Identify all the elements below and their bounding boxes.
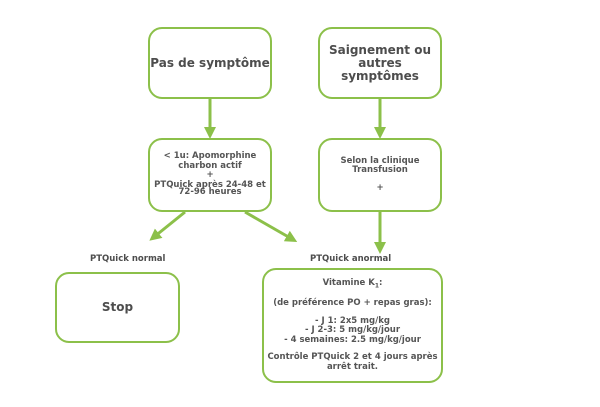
node-stop-text: Stop bbox=[101, 300, 134, 314]
node-stop: Stop bbox=[55, 272, 180, 343]
node-clinical: Selon la clinique Transfusion + bbox=[318, 138, 442, 212]
treatment-line3: PTQuick après 24-48 et bbox=[154, 179, 266, 190]
node-no-symptom: Pas de symptôme bbox=[148, 27, 272, 99]
node-bleeding-line2: autres symptômes bbox=[341, 55, 419, 83]
node-bleeding: Saignement ou autres symptômes bbox=[318, 27, 442, 99]
clinical-line1: Selon la clinique bbox=[340, 155, 420, 166]
treatment-line1: < 1u: Apomorphine bbox=[163, 151, 257, 162]
vitamin-k-control-2: arrêt trait. bbox=[326, 361, 379, 372]
node-bleeding-line1: Saignement ou bbox=[328, 42, 431, 57]
vitamin-k-title-suffix: : bbox=[379, 277, 383, 288]
arrow-treatment-to-normal bbox=[149, 210, 186, 241]
vitamin-k-title-sub: 1 bbox=[374, 282, 380, 290]
clinical-line2: Transfusion bbox=[352, 165, 408, 176]
vitamin-k-dose-1: - J 1: 2x5 mg/kg bbox=[315, 315, 390, 326]
node-no-symptom-text: Pas de symptôme bbox=[150, 55, 270, 70]
node-vitamin-k: Vitamine K1: (de préférence PO + repas g… bbox=[262, 268, 443, 383]
vitamin-k-title: Vitamine K1: bbox=[322, 277, 383, 291]
vitamin-k-preference: (de préférence PO + repas gras): bbox=[273, 298, 432, 309]
vitamin-k-title-main: Vitamine K bbox=[322, 277, 375, 288]
vitamin-k-dose-3: - 4 semaines: 2.5 mg/kg/jour bbox=[284, 334, 421, 345]
treatment-plus: + bbox=[206, 170, 214, 181]
node-early-treatment: < 1u: Apomorphine charbon actif + PTQuic… bbox=[148, 138, 272, 212]
treatment-line4: 72-96 heures bbox=[178, 187, 242, 198]
label-pt-normal: PTQuick normal bbox=[90, 254, 166, 264]
vitamin-k-dose-2: - J 2-3: 5 mg/kg/jour bbox=[304, 325, 401, 336]
vitamin-k-control-1: Contrôle PTQuick 2 et 4 jours après bbox=[267, 352, 438, 363]
treatment-line2: charbon actif bbox=[178, 160, 242, 171]
label-pt-abnormal: PTQuick anormal bbox=[310, 254, 392, 264]
arrow-treatment-to-abnormal bbox=[244, 210, 298, 242]
clinical-plus: + bbox=[376, 182, 384, 193]
